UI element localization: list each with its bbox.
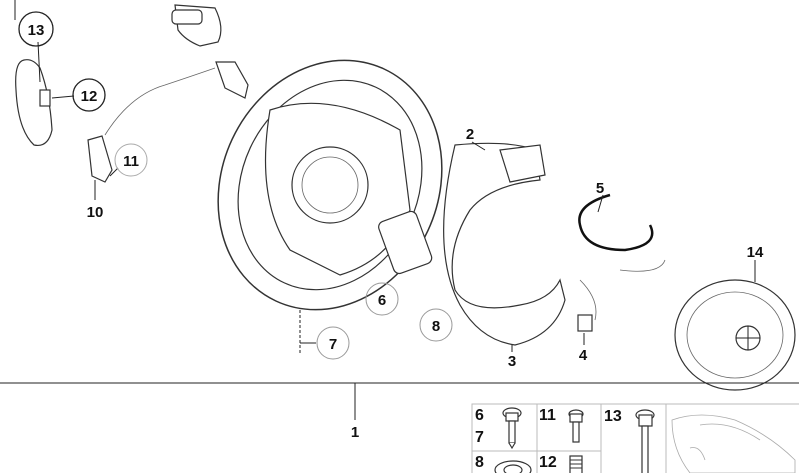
table-label-6: 6: [475, 407, 484, 424]
callout-11: 11: [123, 153, 139, 170]
left-button-pad: [378, 210, 433, 275]
cable: [104, 67, 216, 136]
table-label-11: 11: [539, 407, 556, 424]
callout-5: 5: [596, 180, 604, 197]
callout-13: 13: [28, 22, 45, 39]
table-label-12: 12: [539, 454, 557, 471]
spring-icon: [569, 455, 583, 473]
callout-10: 10: [87, 204, 104, 221]
screw-icon: [502, 407, 522, 450]
hub-bore: [291, 146, 369, 224]
table-label-8: 8: [475, 454, 484, 471]
nut-icon: [494, 460, 532, 473]
table-label-13: 13: [604, 408, 622, 425]
paddle-clip: [39, 89, 51, 107]
cover-trim: [443, 142, 566, 346]
hardware-table: 6 7 11 13 8 12: [471, 403, 799, 473]
car-icon: [671, 414, 796, 473]
callout-6: 6: [378, 292, 386, 309]
right-button-pad: [499, 144, 546, 183]
callout-2: 2: [466, 126, 474, 143]
callout-3: 3: [508, 353, 516, 370]
switch-module: [87, 135, 113, 183]
table-label-7: 7: [475, 429, 484, 446]
callout-12: 12: [81, 88, 98, 105]
callout-7: 7: [329, 336, 337, 353]
airbag-module: [674, 279, 796, 391]
callout-1: 1: [351, 424, 359, 441]
callout-4: 4: [579, 347, 588, 364]
callout-14: 14: [747, 244, 764, 261]
bolt-icon: [635, 409, 655, 473]
wiring-harness: [578, 193, 654, 252]
callout-8: 8: [432, 318, 440, 335]
screw-icon: [568, 409, 584, 443]
